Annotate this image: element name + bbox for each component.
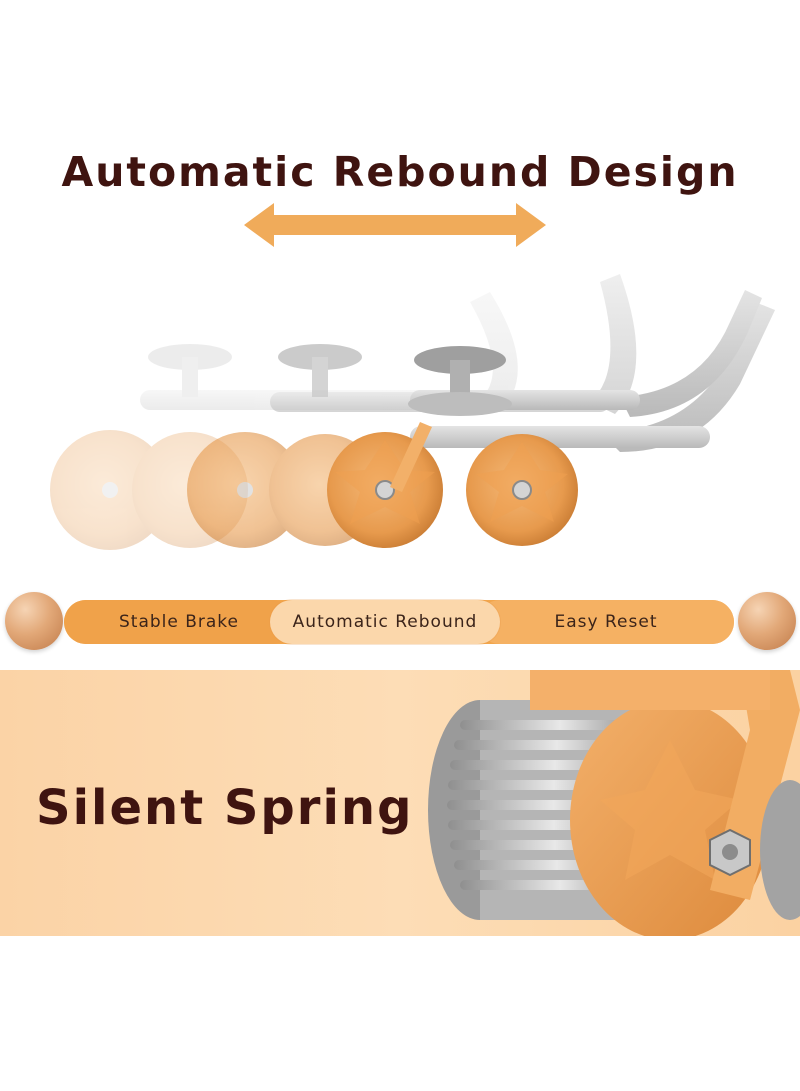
stage-label: Automatic Rebound xyxy=(292,612,478,632)
stage-label: Stable Brake xyxy=(118,612,240,632)
stage-easy-reset: Easy Reset xyxy=(478,600,734,644)
end-ball-left-icon xyxy=(5,592,63,650)
end-ball-right-icon xyxy=(738,592,796,650)
stage-label: Easy Reset xyxy=(554,612,658,632)
roller-front xyxy=(327,290,775,548)
stage-automatic-rebound: Automatic Rebound xyxy=(270,600,500,644)
stage-stable-brake: Stable Brake xyxy=(64,600,294,644)
spring-wheel-closeup-illustration xyxy=(428,670,800,936)
ab-roller-motion-illustration xyxy=(50,274,775,550)
headline: Automatic Rebound Design xyxy=(61,148,739,196)
silent-spring-panel: Silent Spring xyxy=(0,670,800,936)
stage-bar: Stable Brake Easy Reset Automatic Reboun… xyxy=(0,588,800,658)
stage-track: Stable Brake Easy Reset Automatic Reboun… xyxy=(64,600,734,644)
feature-title: Silent Spring xyxy=(36,780,414,836)
double-arrow-icon xyxy=(244,203,546,247)
